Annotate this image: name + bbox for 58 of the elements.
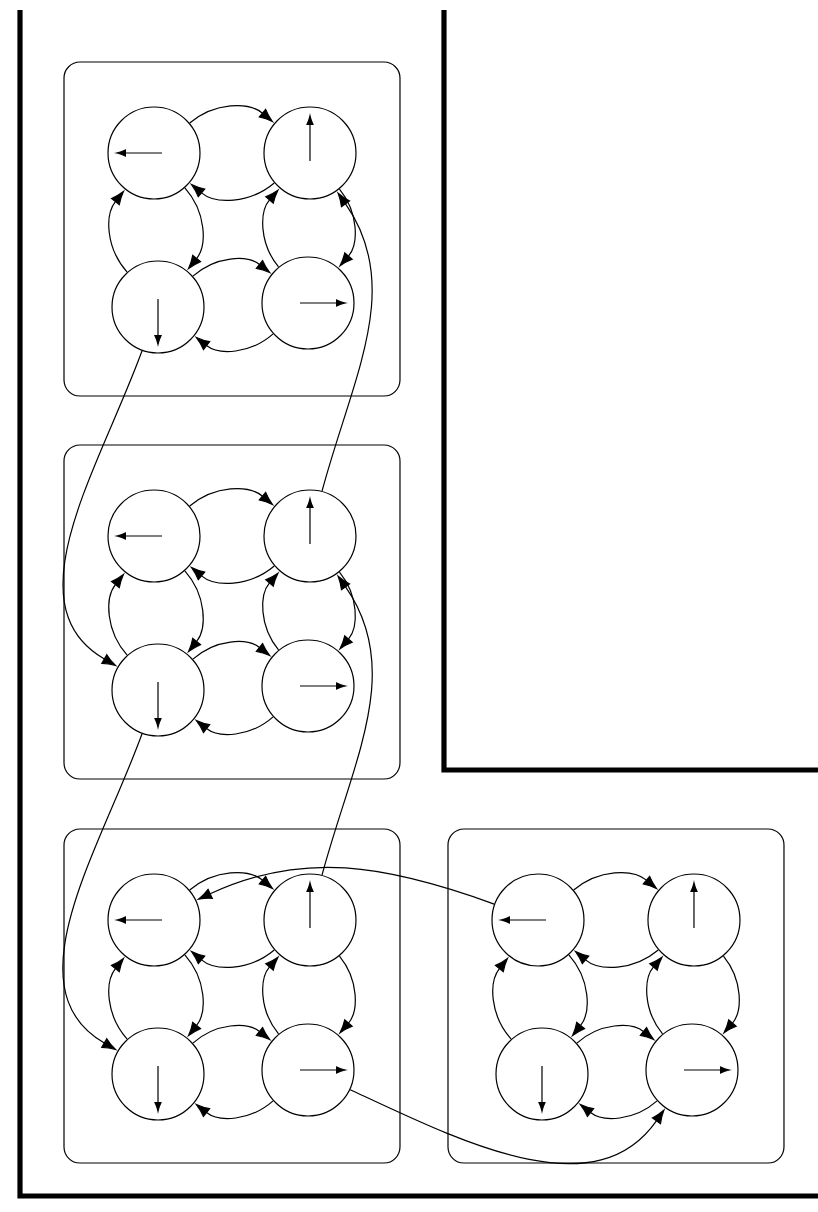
arrow [184, 570, 204, 653]
arrow [192, 640, 271, 660]
arrow [195, 716, 274, 736]
state-circle [645, 1023, 739, 1117]
arrow [338, 571, 356, 650]
arrow [576, 1024, 655, 1044]
arrow [579, 1100, 658, 1120]
arrow [108, 957, 128, 1040]
arrow [646, 956, 664, 1035]
arrow [192, 257, 271, 277]
arrow [262, 189, 280, 268]
arrow [191, 565, 275, 584]
arrow [262, 572, 280, 651]
arrow [575, 949, 659, 968]
arrow [722, 955, 740, 1034]
arrow [108, 573, 128, 656]
arrow [189, 105, 273, 124]
arrow [262, 956, 280, 1035]
arrow [108, 190, 128, 273]
state-circle [263, 873, 357, 967]
state-circle [647, 873, 741, 967]
state-circle [107, 106, 201, 200]
state-circle [491, 873, 585, 967]
arrow [62, 733, 143, 1051]
state-circle [111, 643, 205, 737]
arrow [568, 954, 588, 1037]
arrow [184, 187, 204, 270]
arrow [573, 872, 657, 891]
state-circle [261, 639, 355, 733]
arrow [189, 488, 273, 507]
arrow [338, 955, 356, 1034]
group-box [63, 444, 401, 780]
state-circle [263, 106, 357, 200]
state-circle [111, 260, 205, 354]
group-box [447, 828, 785, 1164]
group-box [63, 61, 401, 397]
arrow [189, 872, 273, 891]
arrow [321, 575, 373, 876]
state-circle [261, 256, 355, 350]
arrow [197, 866, 495, 905]
state-circle [107, 489, 201, 583]
state-circle [263, 489, 357, 583]
arrow [191, 182, 275, 201]
arrow [492, 957, 512, 1040]
state-circle [107, 873, 201, 967]
arrow [338, 188, 356, 267]
arrow [191, 949, 275, 968]
state-circle [495, 1027, 589, 1121]
arrow [195, 1100, 274, 1120]
arrow [184, 954, 204, 1037]
arrow [62, 350, 143, 667]
state-circle [261, 1023, 355, 1117]
arrow [349, 1089, 665, 1165]
arrow [321, 192, 373, 492]
group-box [63, 828, 401, 1164]
arrow [192, 1024, 271, 1044]
arrow [195, 333, 274, 353]
state-circle [111, 1027, 205, 1121]
